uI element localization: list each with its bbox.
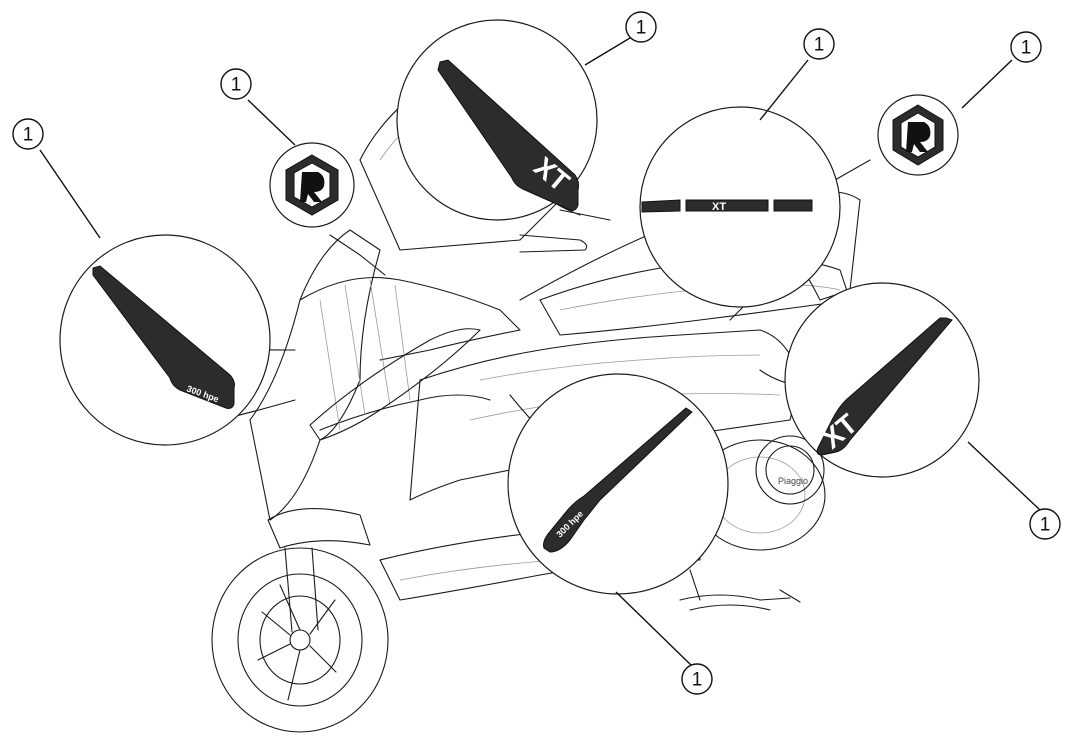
callout-rear-strip: 1 xyxy=(803,28,835,60)
svg-text:1: 1 xyxy=(1021,38,1032,59)
callout-right-side: 1 xyxy=(1029,508,1061,540)
rear-logo-badge xyxy=(877,94,959,176)
callout-left-flank: 1 xyxy=(12,118,44,150)
svg-text:1: 1 xyxy=(636,18,647,39)
callout-center-side: 1 xyxy=(681,663,713,695)
leader-lines xyxy=(39,37,1041,667)
callout-rear-logo: 1 xyxy=(1010,31,1042,63)
callout-front-logo: 1 xyxy=(220,68,252,100)
svg-text:1: 1 xyxy=(231,75,242,96)
front-logo-badge xyxy=(269,142,355,228)
svg-text:1: 1 xyxy=(23,125,34,146)
magnifier-right-side: XT xyxy=(784,282,980,478)
decal-model-mark-strip: XT xyxy=(712,201,726,213)
magnifier-center-side: 300 hpe xyxy=(507,373,729,595)
callout-windshield: 1 xyxy=(625,11,657,43)
magnifier-windshield: XT xyxy=(396,19,598,221)
svg-text:Piaggio: Piaggio xyxy=(778,476,808,486)
magnifier-rear-strip: XT xyxy=(639,106,841,308)
svg-text:1: 1 xyxy=(1040,515,1051,536)
magnifier-left-flank: 300 hpe xyxy=(59,234,271,446)
svg-text:1: 1 xyxy=(692,670,703,691)
svg-text:1: 1 xyxy=(814,35,825,56)
